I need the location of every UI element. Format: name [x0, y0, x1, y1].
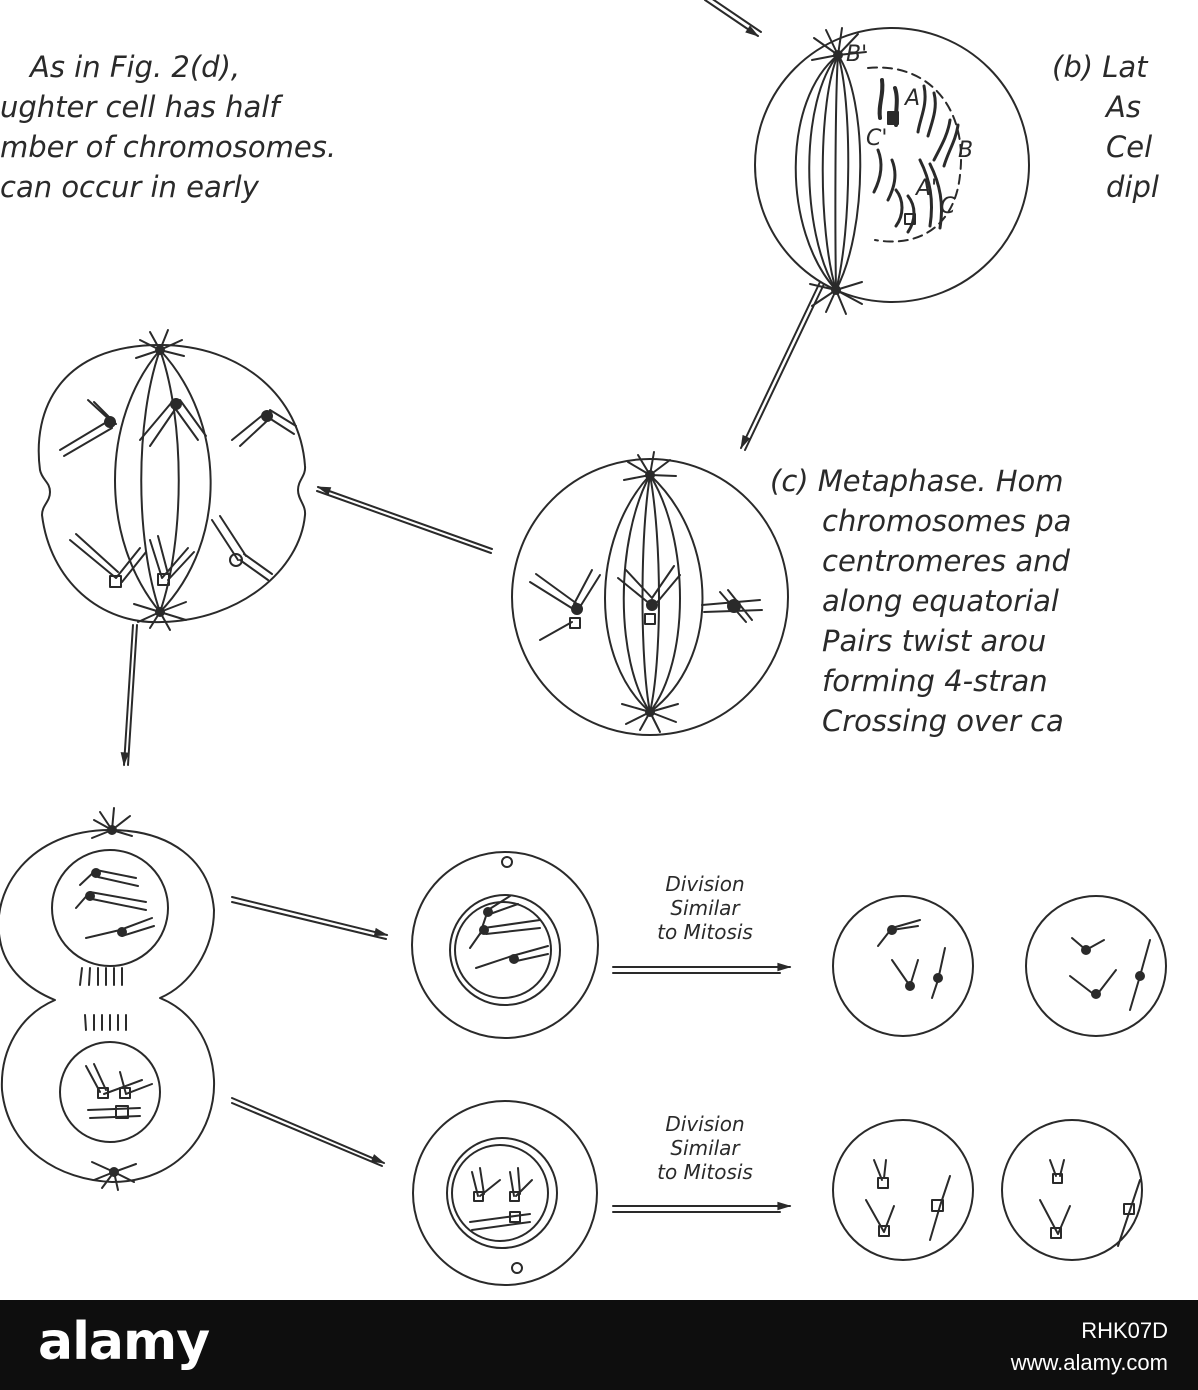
aster-top — [91, 807, 133, 839]
division-line: Division — [665, 872, 745, 896]
aster-top — [623, 451, 677, 481]
division-line: Division — [665, 1112, 745, 1136]
stage-b-line: As — [1106, 90, 1141, 124]
left-caption-line: can occur in early — [0, 170, 259, 204]
diagram-drawing — [0, 0, 1167, 1286]
stage-c-line: centromeres and — [822, 544, 1070, 578]
arrow-lower-daughter — [231, 1097, 386, 1167]
division-line: Similar — [670, 896, 740, 920]
stage-c-line: Pairs twist arou — [822, 624, 1047, 658]
site-url: www.alamy.com — [1010, 1350, 1168, 1375]
label-c: C — [940, 194, 956, 219]
division-line: Similar — [670, 1136, 740, 1160]
alamy-logo: alamy — [38, 1312, 210, 1372]
division-line: to Mitosis — [657, 920, 753, 944]
figure: B' A B C' A' C As in Fig. 2(d), ughter c… — [0, 0, 1167, 1286]
label-c-prime: C' — [866, 126, 888, 151]
stage-c-line: along equatorial — [822, 584, 1059, 618]
arrow-division-top — [612, 962, 792, 974]
label-b: B — [958, 138, 974, 163]
cell-granddaughter-top-1 — [832, 895, 974, 1037]
stage-c-line: Crossing over ca — [822, 704, 1064, 738]
label-a: A — [905, 86, 921, 111]
label-a-prime: A' — [916, 176, 938, 201]
watermark-footer: alamy RHK07D www.alamy.com — [0, 1300, 1198, 1390]
cell-granddaughter-bottom-2 — [1001, 1119, 1143, 1261]
arrow-top-in — [704, 0, 762, 37]
cell-anaphase — [37, 329, 307, 631]
division-label-bottom: Division Similar to Mitosis — [620, 1112, 790, 1184]
division-line: to Mitosis — [657, 1160, 753, 1184]
left-caption-line: mber of chromosomes. — [0, 130, 337, 164]
cell-late-prophase — [754, 27, 1030, 315]
cell-telophase — [0, 807, 216, 1191]
aster-bottom — [809, 281, 863, 315]
cell-granddaughter-top-2 — [1025, 895, 1167, 1037]
arrow-c-to-anaphase — [316, 486, 493, 554]
stage-c-line: (c) Metaphase. Hom — [770, 464, 1064, 498]
stage-c-line: chromosomes pa — [822, 504, 1072, 538]
cell-daughter-upper — [411, 851, 599, 1039]
left-caption-line: ughter cell has half — [0, 90, 280, 124]
image-id: RHK07D — [1081, 1318, 1168, 1343]
aster-bottom — [91, 1161, 137, 1191]
arrow-b-to-c — [740, 281, 825, 451]
label-b-prime: B' — [846, 42, 868, 67]
cell-metaphase — [511, 451, 789, 736]
aster-top — [135, 329, 185, 359]
arrow-anaphase-to-telophase — [120, 624, 138, 767]
arrow-division-bottom — [612, 1201, 792, 1213]
stage-b-line: (b) Lat — [1052, 50, 1148, 84]
stage-c-line: forming 4-stran — [822, 664, 1048, 698]
aster-bottom — [133, 601, 187, 631]
aster-top — [811, 27, 867, 61]
aster-bottom — [621, 703, 679, 733]
cell-daughter-lower — [412, 1100, 598, 1286]
arrow-upper-daughter — [231, 896, 389, 940]
stage-b-line: Cel — [1106, 130, 1153, 164]
division-label-top: Division Similar to Mitosis — [620, 872, 790, 944]
cell-granddaughter-bottom-1 — [832, 1119, 974, 1261]
left-caption-line: As in Fig. 2(d), — [30, 50, 241, 84]
stage-b-line: dipl — [1106, 170, 1159, 204]
